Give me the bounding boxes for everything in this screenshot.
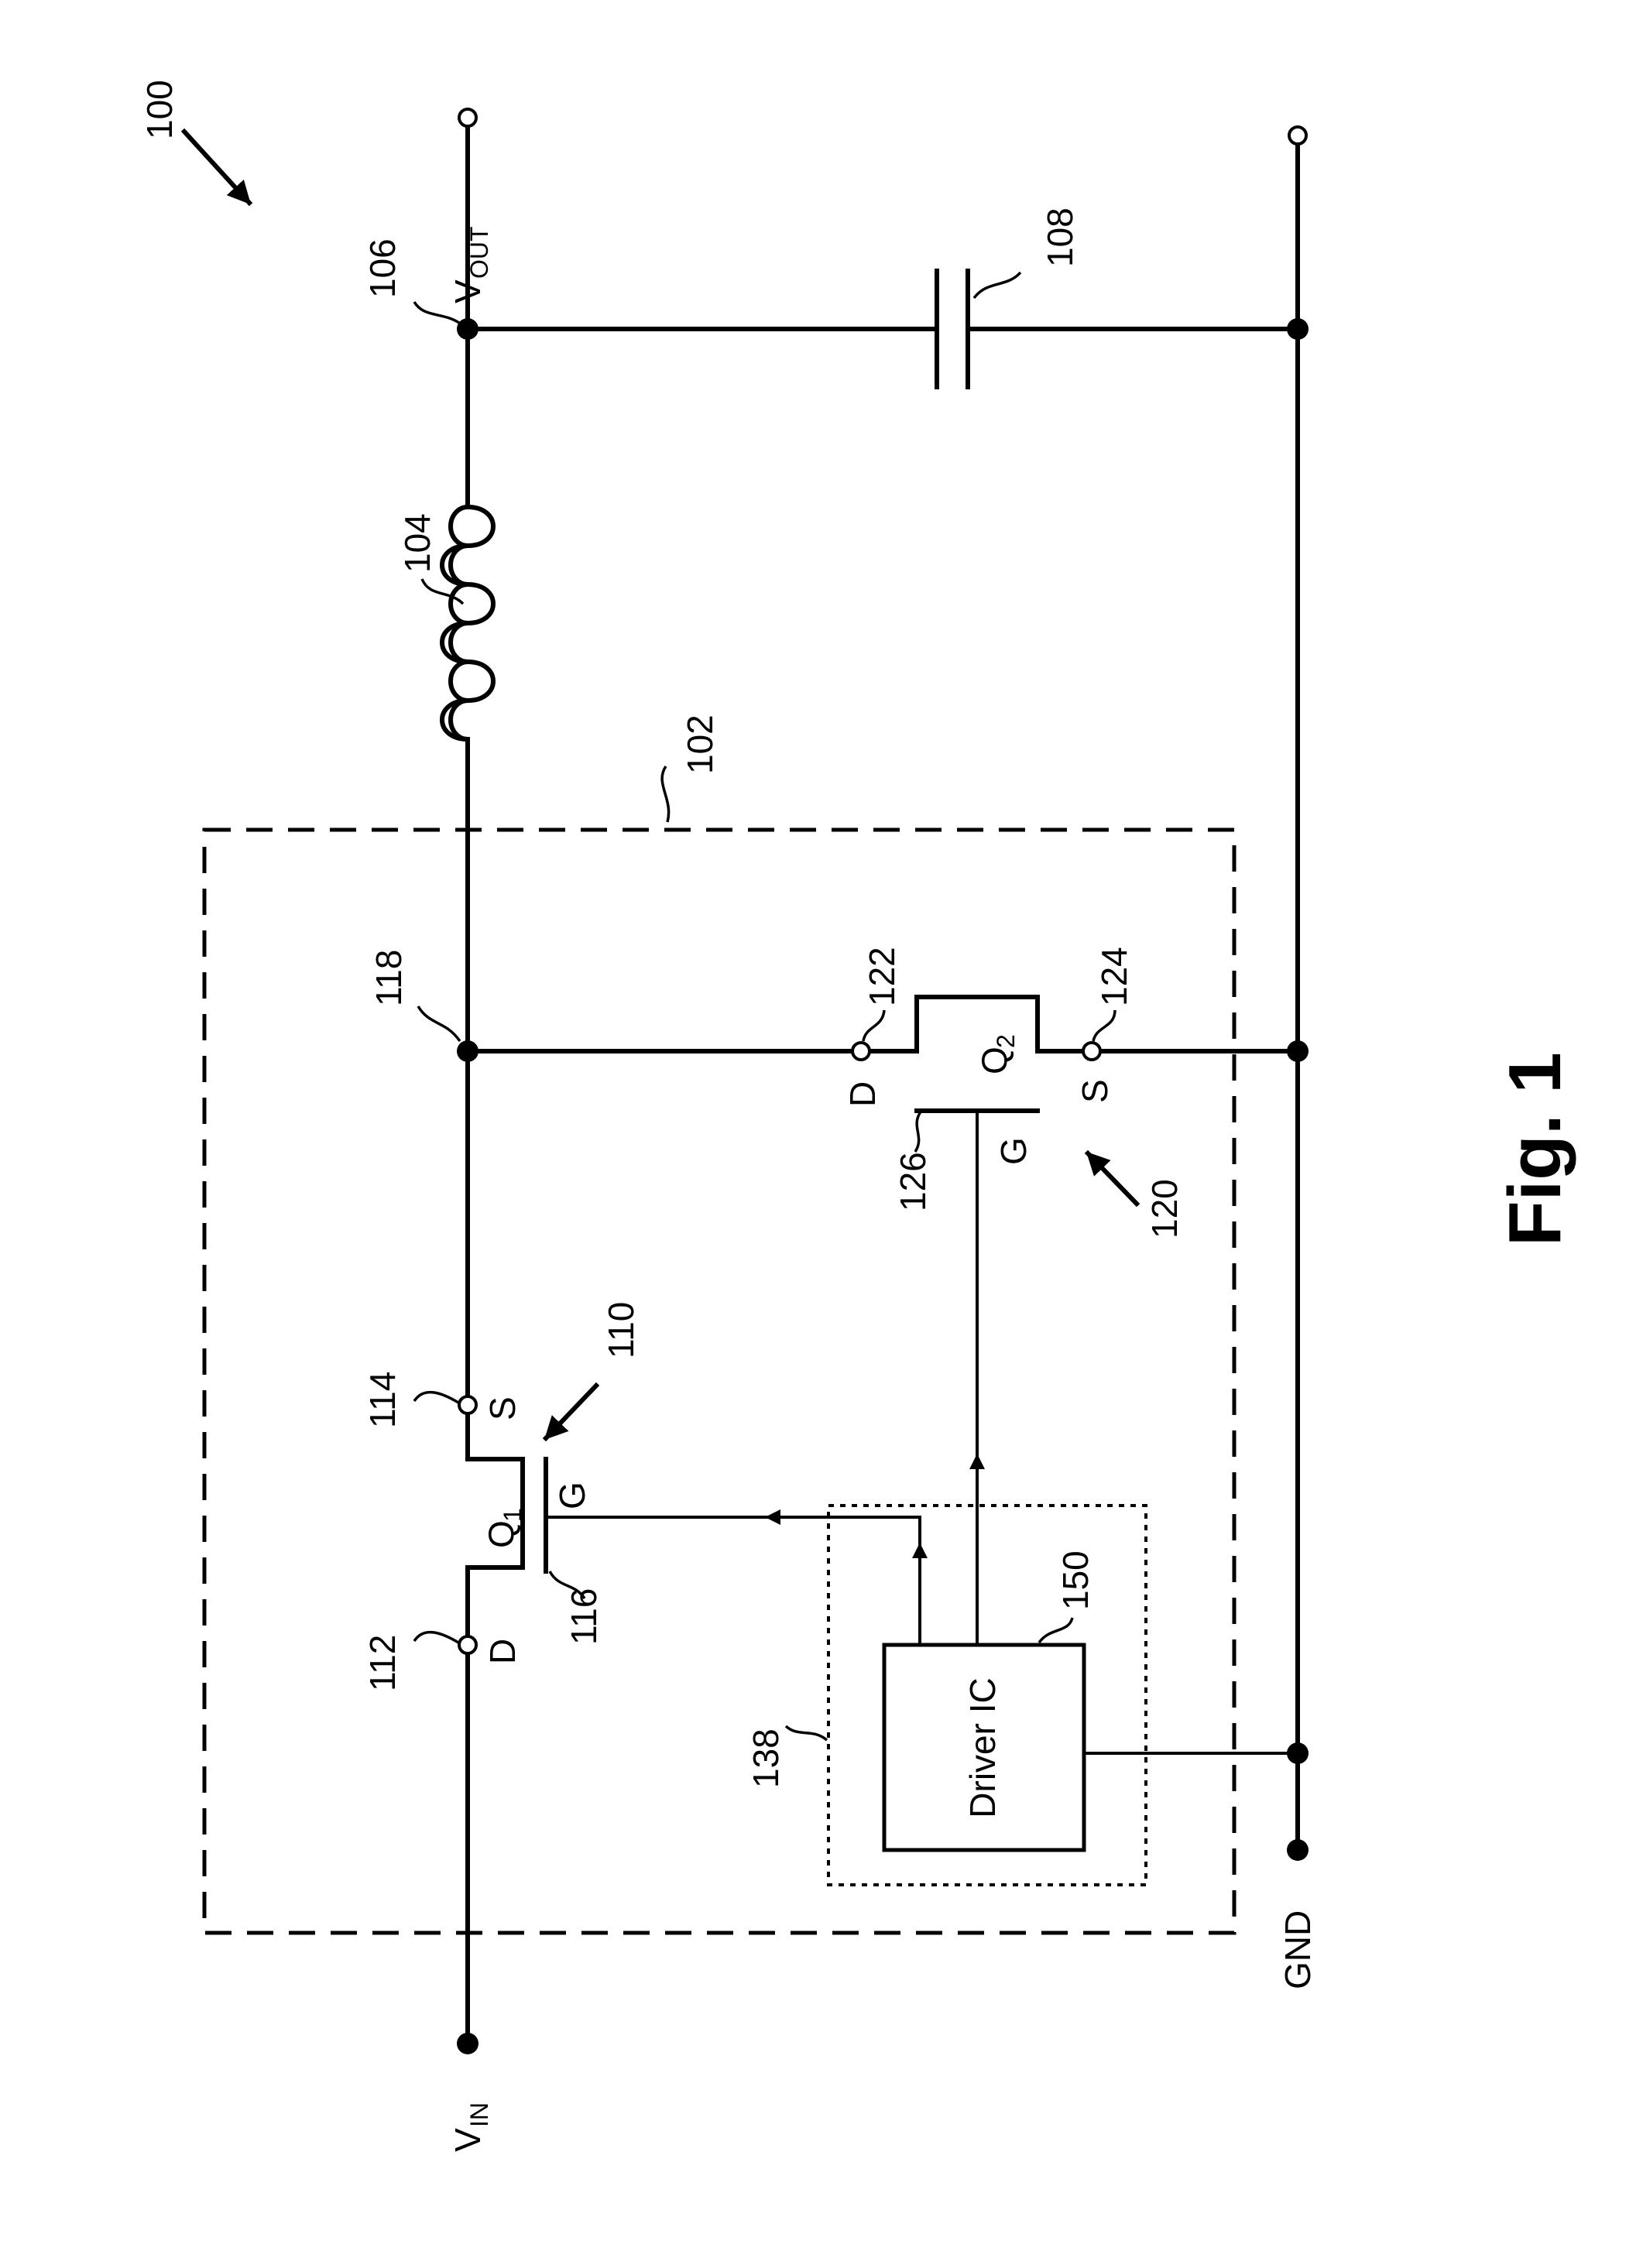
ref-102-leader: [662, 766, 669, 822]
ref-138-leader: [786, 1726, 827, 1740]
svg-text:IN: IN: [465, 2102, 493, 2127]
driver-ic-label: Driver IC: [962, 1677, 1003, 1817]
q2-drain-letter: D: [842, 1081, 883, 1107]
q2-source-terminal: [1083, 1043, 1100, 1060]
svg-text:2: 2: [992, 1034, 1020, 1048]
ref-126-leader: [915, 1111, 921, 1152]
q1-drain-wire: [468, 1459, 523, 1645]
q2-source-letter: S: [1075, 1079, 1115, 1103]
ref-120-label: 120: [1144, 1179, 1185, 1238]
ref-106-leader: [414, 302, 462, 325]
ref-112-label: 112: [362, 1635, 403, 1691]
ground-rail: [1287, 127, 1309, 1861]
q1-drain-terminal: [459, 1636, 476, 1653]
capacitor-108: [468, 271, 1298, 387]
q1-label: Q 1: [481, 1508, 527, 1548]
ref-124-label: 124: [1094, 947, 1134, 1006]
ref-108-label: 108: [1040, 207, 1080, 267]
ref-102-label: 102: [680, 714, 720, 774]
svg-text:Q: Q: [481, 1520, 521, 1548]
ref-108-leader: [974, 272, 1020, 298]
q2-gate-letter: G: [993, 1137, 1034, 1165]
inductor-104: [442, 507, 493, 739]
ref-150-label: 150: [1055, 1550, 1096, 1610]
svg-text:1: 1: [499, 1508, 527, 1522]
vout-terminal: [459, 109, 476, 126]
ref-104-label: 104: [397, 513, 437, 573]
ref-100-label: 100: [139, 80, 180, 139]
vin-terminal: [457, 2033, 478, 2054]
q1-gate-letter: G: [552, 1482, 592, 1509]
q1-source-letter: S: [482, 1396, 523, 1420]
vout-label: V OUT: [448, 226, 493, 303]
gnd-label: GND: [1278, 1910, 1318, 1989]
ref-114-leader: [414, 1393, 458, 1403]
svg-text:V: V: [448, 2128, 488, 2152]
ref-122-label: 122: [862, 947, 902, 1006]
figure-caption: Fig. 1: [1494, 1052, 1576, 1246]
ref-124-leader: [1093, 1010, 1115, 1041]
ref-118-label: 118: [369, 950, 409, 1006]
q1-source-terminal: [459, 1396, 476, 1413]
ref-106-label: 106: [362, 238, 403, 298]
svg-text:Q: Q: [974, 1047, 1014, 1074]
svg-text:OUT: OUT: [465, 226, 493, 279]
ref-116-label: 116: [564, 1588, 604, 1645]
ref-150-leader: [1039, 1618, 1072, 1643]
q2-label: Q 2: [974, 1034, 1020, 1074]
ref-114-label: 114: [362, 1372, 403, 1428]
ref-100-arrow: [184, 132, 249, 203]
q2-drain-terminal: [852, 1043, 870, 1060]
vin-label: V IN: [448, 2102, 493, 2152]
q1-drain-letter: D: [482, 1639, 523, 1664]
svg-text:V: V: [448, 279, 488, 303]
ref-110-label: 110: [601, 1302, 641, 1358]
ref-138-label: 138: [746, 1728, 786, 1788]
ref-122-leader: [863, 1010, 884, 1041]
ref-112-leader: [414, 1632, 458, 1643]
ref-110-arrow: [546, 1386, 596, 1438]
ref-118-leader: [418, 1006, 460, 1041]
ref-120-arrow: [1088, 1153, 1137, 1204]
ref-126-label: 126: [893, 1152, 933, 1211]
